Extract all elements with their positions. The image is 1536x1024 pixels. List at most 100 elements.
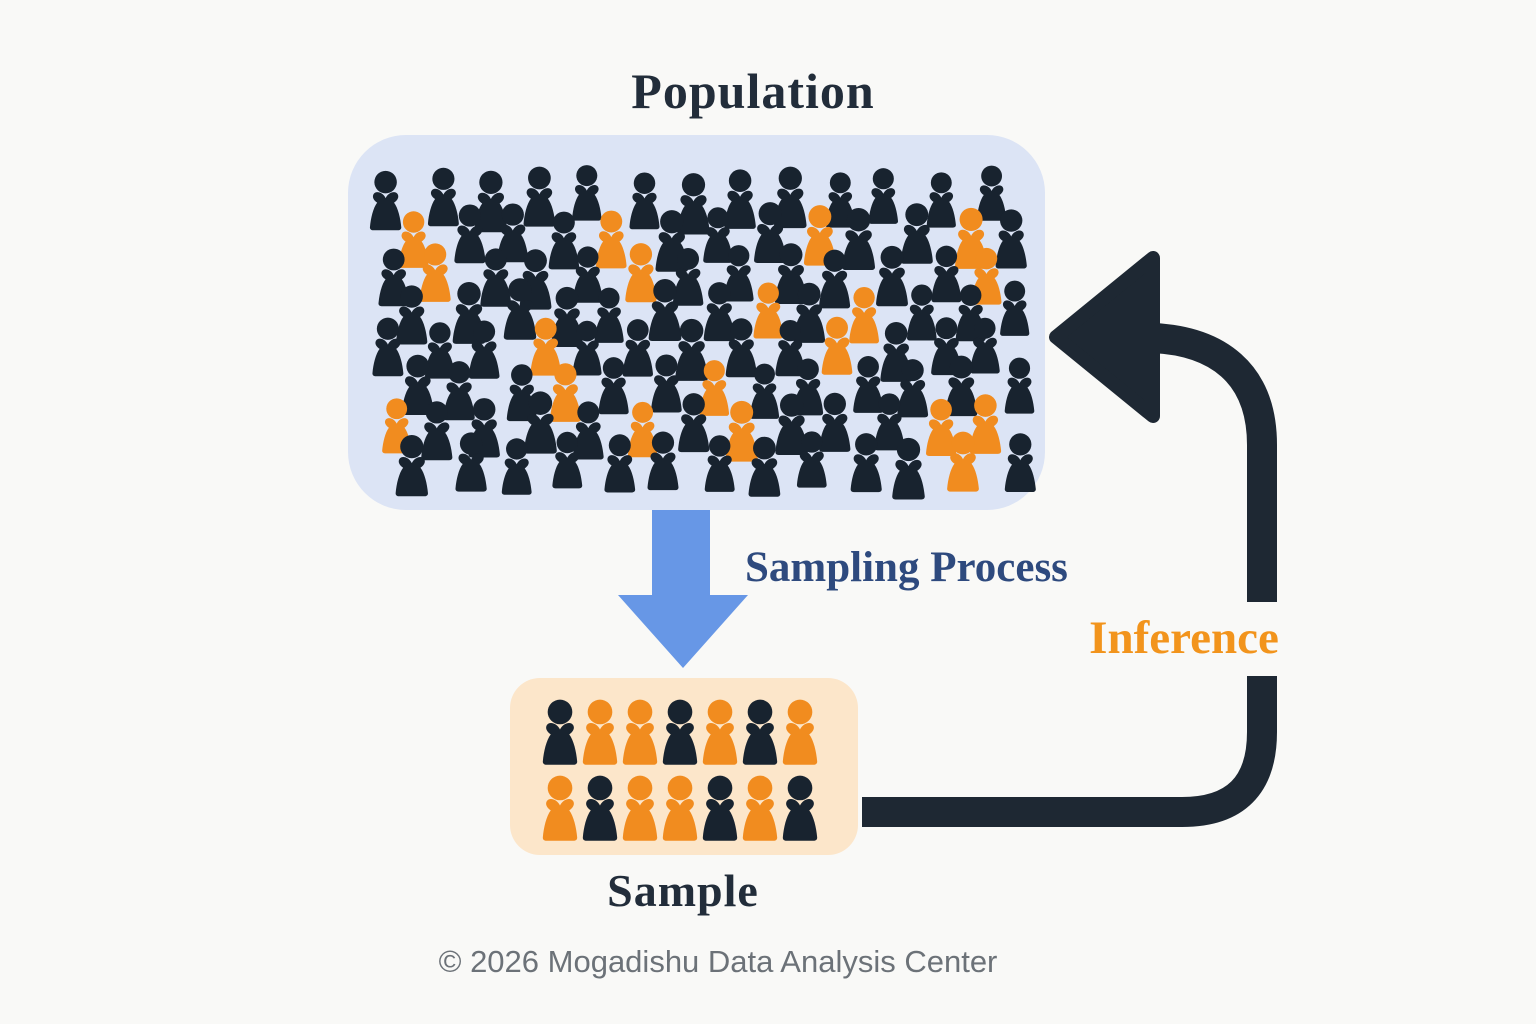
person-icon <box>742 775 778 841</box>
person-icon <box>754 202 787 264</box>
person-icon <box>749 363 780 419</box>
person-icon <box>396 285 428 345</box>
person-icon <box>868 168 899 224</box>
sample-icons <box>542 699 818 841</box>
person-icon <box>501 438 532 495</box>
person-icon <box>648 279 682 342</box>
person-icon <box>926 172 956 228</box>
sampling-arrow-icon <box>618 510 748 668</box>
person-icon <box>468 320 500 379</box>
person-icon <box>523 166 556 227</box>
person-icon <box>627 401 658 458</box>
person-icon <box>699 360 730 416</box>
person-icon <box>401 354 434 415</box>
person-icon <box>853 356 884 413</box>
person-icon <box>503 278 537 340</box>
person-icon <box>945 355 978 417</box>
person-icon <box>551 286 583 348</box>
person-icon <box>931 245 962 303</box>
person-icon <box>530 317 561 376</box>
person-icon <box>454 204 486 264</box>
person-icon <box>443 361 475 421</box>
person-icon <box>647 431 679 491</box>
person-icon <box>523 391 557 454</box>
sample-box <box>510 678 858 855</box>
person-icon <box>629 172 660 230</box>
inference-label: Inference <box>1089 612 1279 664</box>
person-icon <box>897 359 929 418</box>
person-icon <box>675 318 708 381</box>
person-icon <box>519 249 552 310</box>
person-icon <box>874 393 905 451</box>
person-icon <box>425 322 455 379</box>
person-icon <box>594 287 624 343</box>
footer-copyright: © 2026 Mogadishu Data Analysis Center <box>438 944 998 979</box>
person-icon <box>724 169 756 229</box>
sampling-process-label: Sampling Process <box>745 544 1068 591</box>
person-icon <box>775 393 808 455</box>
person-icon <box>969 394 1002 454</box>
population-box <box>348 135 1045 510</box>
person-icon <box>604 434 636 493</box>
person-icon <box>542 699 578 765</box>
person-icon <box>842 207 875 271</box>
person-icon <box>622 319 653 377</box>
person-icon <box>926 398 957 457</box>
person-icon <box>850 433 882 493</box>
person-icon <box>427 167 459 227</box>
person-icon <box>876 245 908 307</box>
person-icon <box>480 248 512 307</box>
person-icon <box>849 286 879 344</box>
inference-arrow-elbow <box>862 676 1277 827</box>
person-icon <box>398 211 429 268</box>
person-icon <box>598 357 629 415</box>
person-icon <box>678 393 710 453</box>
person-icon <box>549 363 581 422</box>
person-icon <box>506 364 537 422</box>
person-icon <box>622 699 658 765</box>
person-icon <box>819 249 851 309</box>
person-icon <box>662 699 698 765</box>
person-icon <box>723 245 754 302</box>
inference-arrowhead-icon <box>1049 251 1160 423</box>
person-icon <box>900 203 933 264</box>
person-icon <box>796 431 827 488</box>
person-icon <box>552 431 583 489</box>
person-icon <box>703 207 733 263</box>
population-crowd-icons <box>369 165 1036 500</box>
person-icon <box>622 775 658 841</box>
person-icon <box>625 243 657 303</box>
person-icon <box>748 436 781 497</box>
person-icon <box>782 775 818 841</box>
person-icon <box>672 248 704 306</box>
person-icon <box>419 243 451 302</box>
person-icon <box>651 354 682 413</box>
person-icon <box>455 432 487 492</box>
person-icon <box>582 699 618 765</box>
person-icon <box>906 284 937 341</box>
person-icon <box>725 400 758 462</box>
sample-title: Sample <box>607 865 759 916</box>
person-icon <box>995 209 1027 269</box>
person-icon <box>548 211 580 270</box>
person-icon <box>421 401 453 461</box>
person-icon <box>572 246 603 303</box>
person-icon <box>1000 280 1030 336</box>
person-icon <box>704 435 735 492</box>
person-icon <box>372 317 404 377</box>
person-icon <box>977 165 1007 221</box>
person-icon <box>677 173 710 235</box>
person-icon <box>702 775 738 841</box>
person-icon <box>892 437 925 500</box>
person-icon <box>970 317 1000 374</box>
person-icon <box>572 165 602 221</box>
person-icon <box>703 282 735 342</box>
person-icon <box>369 170 402 231</box>
person-icon <box>572 320 602 376</box>
person-icon <box>497 203 529 263</box>
person-icon <box>395 435 428 497</box>
person-icon <box>947 431 979 492</box>
population-title: Population <box>631 63 875 119</box>
person-icon <box>725 318 757 378</box>
